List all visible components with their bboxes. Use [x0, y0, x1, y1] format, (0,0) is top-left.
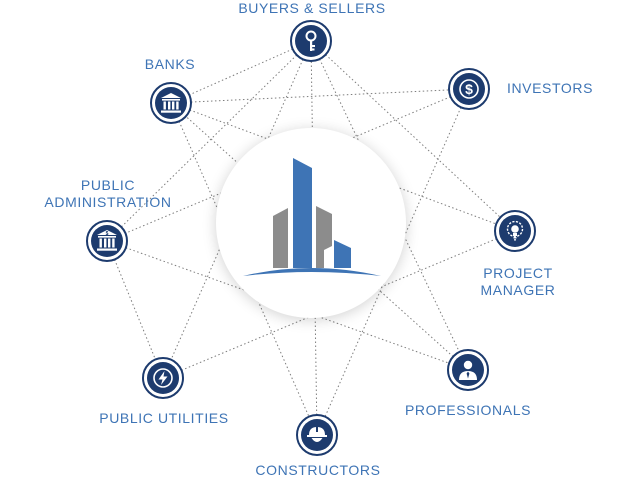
link-banks-investors: [170, 88, 470, 104]
bank-icon: [161, 93, 181, 113]
node-investors: $: [448, 68, 490, 110]
dollar-icon: $: [459, 79, 479, 99]
businessman-icon: [459, 360, 477, 380]
label-professionals: PROFESSIONALS: [404, 402, 532, 418]
link-admin-util: [106, 240, 164, 379]
node-public-utilities: [142, 357, 184, 399]
lightning-icon: [153, 368, 173, 388]
label-buyers-sellers: BUYERS & SELLERS: [238, 0, 386, 16]
label-public-administration: PUBLIC ADMINISTRATION: [44, 177, 172, 210]
central-building-hub: [216, 128, 406, 318]
node-buyers-sellers: [290, 20, 332, 62]
lightbulb-gear-icon: [506, 220, 524, 241]
svg-text:$: $: [465, 81, 473, 97]
link-buyers-pm: [310, 40, 516, 232]
node-professionals: [447, 349, 489, 391]
link-buyers-banks: [170, 40, 312, 104]
link-buyers-prof: [310, 40, 469, 371]
label-public-utilities: PUBLIC UTILITIES: [99, 410, 229, 426]
node-project-manager: [494, 210, 536, 252]
label-constructors: CONSTRUCTORS: [255, 462, 381, 478]
node-banks: [150, 82, 192, 124]
node-public-administration: $: [86, 220, 128, 262]
node-constructors: [296, 414, 338, 456]
government-building-icon: $: [97, 230, 117, 251]
hard-hat-icon: [307, 426, 327, 442]
building-logo-icon: [243, 158, 381, 276]
key-icon: [305, 30, 317, 51]
label-project-manager: PROJECT MANAGER: [480, 265, 556, 298]
label-banks: BANKS: [144, 56, 196, 72]
link-prof-banks: [170, 102, 469, 371]
label-investors: INVESTORS: [506, 80, 594, 96]
link-banks-pm: [170, 102, 516, 232]
svg-text:$: $: [106, 231, 109, 237]
